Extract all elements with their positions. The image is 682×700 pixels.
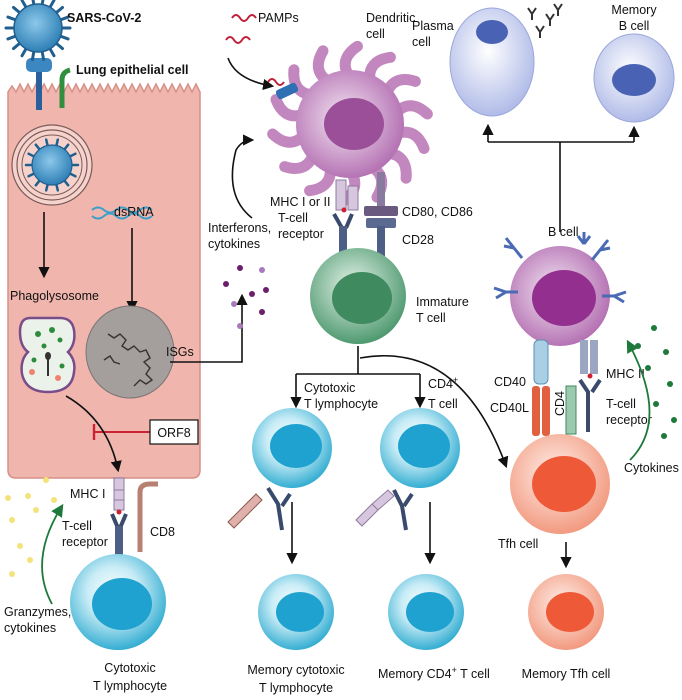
cd4-cell-label-2: T cell <box>428 397 458 411</box>
endosome <box>11 124 93 206</box>
mem-ctl-label-1: Memory cytotoxic <box>247 663 344 677</box>
cd28-label: CD28 <box>402 233 434 247</box>
memory-cytotoxic-t <box>258 574 334 650</box>
cd80-cd86 <box>364 172 398 216</box>
plasma-label-2: cell <box>412 35 431 49</box>
ace2-receptor <box>26 58 52 110</box>
memory-b-cell <box>593 33 675 123</box>
cd40 <box>533 339 549 385</box>
cd40l-label: CD40L <box>490 401 529 415</box>
tlr-receptor <box>267 78 299 100</box>
cd4-mol-label: CD4 <box>553 391 567 416</box>
memb-label-2: B cell <box>619 19 650 33</box>
tcr-right <box>578 378 602 432</box>
arrow-interferons <box>231 134 255 219</box>
tcr-mid-label-1: T-cell <box>278 211 308 225</box>
cd4-molecule-right <box>565 385 577 435</box>
granzymes-label-2: cytokines <box>4 621 56 635</box>
ctl-mid-label-2: T lymphocyte <box>304 397 378 411</box>
immature-t-cell <box>310 248 406 344</box>
mhc2-right <box>580 340 598 379</box>
pamps-label: PAMPs <box>258 11 299 25</box>
bcell-label: B cell <box>548 225 579 239</box>
tfh-cell <box>510 434 610 534</box>
mhc12-label: MHC I or II <box>270 195 330 209</box>
cytokine-dots-right <box>635 325 677 439</box>
cytokine-dots-mid <box>223 265 269 329</box>
b-cell <box>510 246 610 346</box>
granzymes-arrow <box>41 503 64 605</box>
cytokines-arrow-right <box>626 339 651 461</box>
memory-tfh-cell <box>528 574 604 650</box>
cd4-cell-label-1: CD4+ <box>428 375 458 391</box>
ctl-mid-label-1: Cytotoxic <box>304 381 355 395</box>
cd8-molecule <box>137 481 158 552</box>
antibodies-icon <box>527 3 563 38</box>
tcr-left <box>110 513 128 556</box>
dc-label-2: cell <box>366 27 385 41</box>
arrow-isgs-to-interferons <box>170 293 248 363</box>
immature-label-1: Immature <box>416 295 469 309</box>
cd28 <box>366 218 396 258</box>
cd80-label: CD80, CD86 <box>402 205 473 219</box>
tcr-left-label-2: receptor <box>62 535 108 549</box>
mhc1-left-label: MHC I <box>70 487 105 501</box>
cytotoxic-t-lymphocyte-left <box>70 554 166 650</box>
sars-label: SARS-CoV-2 <box>67 11 141 25</box>
dsrna-label: dsRNA <box>114 205 154 219</box>
tmprss2-green-receptor <box>59 67 71 108</box>
lung-label: Lung epithelial cell <box>76 63 189 77</box>
cytokines-right-label: Cytokines <box>624 461 679 475</box>
cd4-t-cell-mid <box>355 408 460 531</box>
tcr-left-label-1: T-cell <box>62 519 92 533</box>
mhc-mid <box>335 179 359 213</box>
orf8-label: ORF8 <box>157 426 190 440</box>
phagolysosome-label: Phagolysosome <box>10 289 99 303</box>
cytotoxic-t-mid <box>227 408 332 531</box>
tcr-mid-label-2: receptor <box>278 227 324 241</box>
mem-cd4-label: Memory CD4+ T cell <box>378 665 490 681</box>
dsrna-icon <box>91 206 153 220</box>
nucleus-isgs <box>85 305 175 399</box>
arrow-to-tfh <box>359 354 509 469</box>
dendritic-cell <box>267 40 433 208</box>
tcr-right-label-1: T-cell <box>606 397 636 411</box>
memory-cd4-t <box>388 574 464 650</box>
plasma-label-1: Plasma <box>412 19 454 33</box>
ctl-bottom-label-2: T lymphocyte <box>93 679 167 693</box>
arrow-pamps <box>227 57 275 91</box>
ifn-label-2: cytokines <box>208 237 260 251</box>
cd8-label: CD8 <box>150 525 175 539</box>
arrow-to-mhc1 <box>65 395 122 473</box>
granzymes-dots <box>5 477 57 577</box>
dc-label-1: Dendritic <box>366 11 415 25</box>
cd40-label: CD40 <box>494 375 526 389</box>
mem-ctl-label-2: T lymphocyte <box>259 681 333 695</box>
granzymes-label-1: Granzymes, <box>4 605 71 619</box>
ifn-label-1: Interferons, <box>208 221 271 235</box>
tfh-label: Tfh cell <box>498 537 538 551</box>
ctl-bottom-label-1: Cytotoxic <box>104 661 155 675</box>
mem-tfh-label: Memory Tfh cell <box>522 667 611 681</box>
memb-label-1: Memory <box>611 3 657 17</box>
tcr-mid <box>332 213 354 258</box>
sars-cov-2-virus <box>4 0 72 62</box>
phagolysosome <box>18 316 76 394</box>
bcr-antibodies <box>493 232 627 304</box>
immature-label-2: T cell <box>416 311 446 325</box>
cd40l <box>532 386 550 436</box>
isgs-label: ISGs <box>166 345 194 359</box>
orf8-box <box>149 419 199 445</box>
pamps-icon <box>225 14 257 44</box>
mhc2-label: MHC II <box>606 367 645 381</box>
mhc1-molecule-left <box>113 477 125 515</box>
tcr-right-label-2: receptor <box>606 413 652 427</box>
plasma-cell <box>449 7 535 117</box>
